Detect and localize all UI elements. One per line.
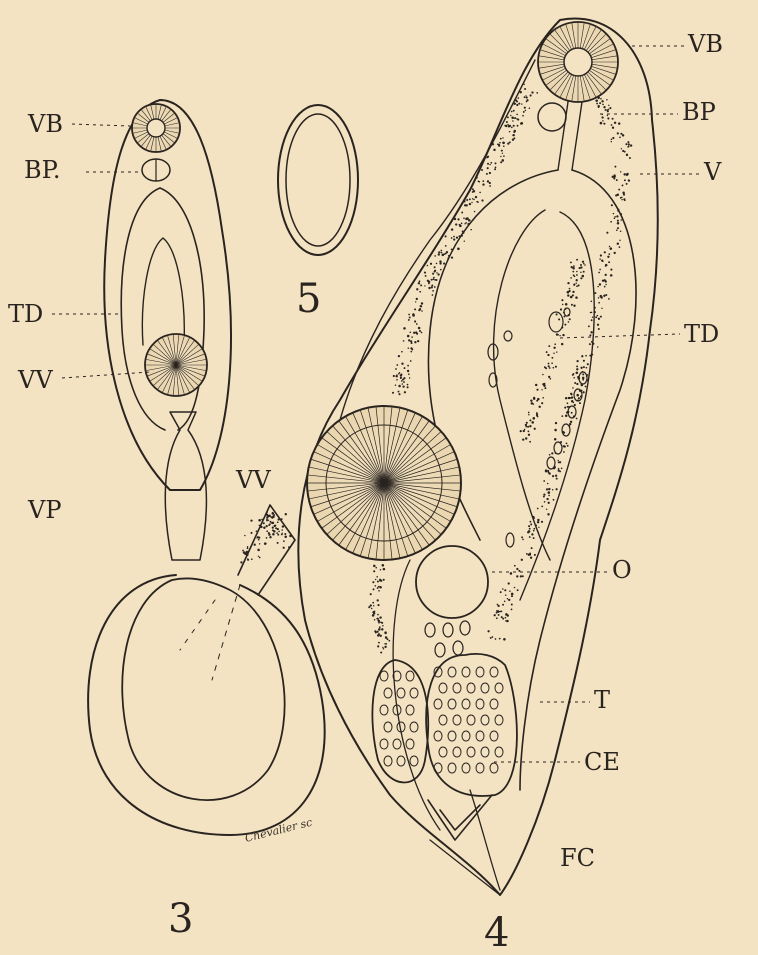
fig4-label-td: TD xyxy=(684,320,719,348)
fig4-label-ce: CE xyxy=(584,748,620,776)
figure-4: VB BP V TD O T CE FC 4 xyxy=(298,18,723,955)
fig3-vesicle xyxy=(122,578,284,800)
fig4-label-vb: VB xyxy=(687,30,723,58)
fig4-ovary xyxy=(416,546,488,618)
fig4-label-t: T xyxy=(594,686,610,714)
fig5-egg-inner xyxy=(286,114,350,246)
fig5-egg-outer xyxy=(278,105,358,255)
fig3-label-vv-2: VV xyxy=(235,466,271,494)
fig3-number: 3 xyxy=(168,896,193,942)
engraver-signature: Chevalier sc xyxy=(244,816,314,845)
fig4-label-bp: BP xyxy=(682,98,716,126)
fig3-body-outline xyxy=(104,100,231,490)
fig4-label-v: V xyxy=(703,158,722,186)
fig3-label-vv: VV xyxy=(17,366,53,394)
fig3-label-td: TD xyxy=(8,300,43,328)
fig3-neck xyxy=(165,412,206,560)
fig4-number: 4 xyxy=(484,910,509,955)
fig3-label-vp: VP xyxy=(27,496,61,524)
fig4-label-fc: FC xyxy=(560,844,595,872)
fig3-label-bp: BP. xyxy=(24,156,61,184)
figure-3: VB BP. TD VV VP VV 3 Chevalier sc xyxy=(8,100,325,942)
fig4-label-o: O xyxy=(612,556,632,584)
fig3-label-vb: VB xyxy=(27,110,63,138)
figure-5: 5 xyxy=(278,105,358,322)
fig5-number: 5 xyxy=(296,276,321,322)
fig4-pharynx xyxy=(538,103,566,131)
